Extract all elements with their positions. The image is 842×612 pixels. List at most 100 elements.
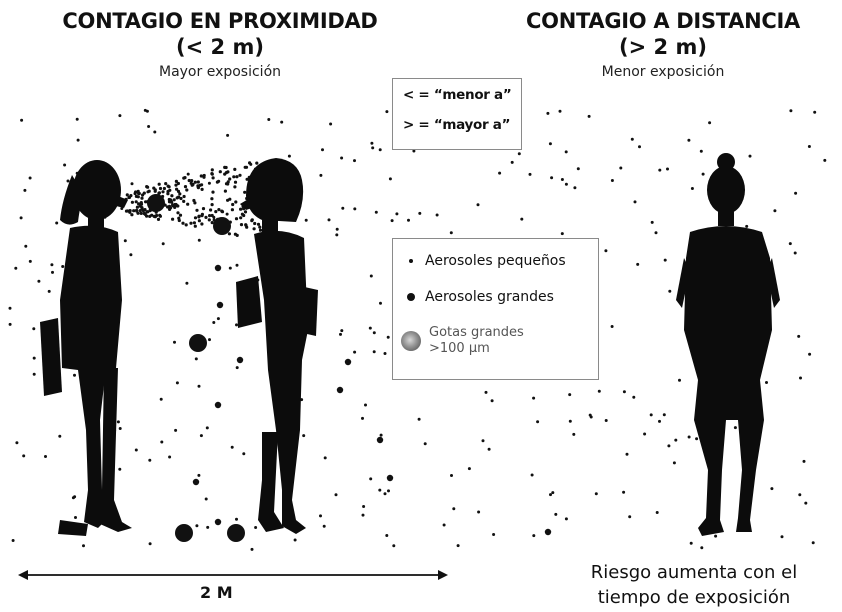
aerosol-dot [120, 207, 124, 210]
aerosol-dot [550, 176, 554, 180]
header-distance-distance: (> 2 m) [619, 35, 707, 59]
aerosol-dot [636, 262, 640, 266]
aerosol-dot [322, 524, 326, 528]
aerosol-dot [130, 200, 134, 204]
aerosol-dot [558, 109, 562, 113]
aerosol-dot [204, 497, 208, 501]
aerosol-dot [610, 179, 614, 182]
aerosol-dot [395, 212, 399, 216]
aerosol-dot [386, 335, 390, 339]
aerosol-dot [628, 515, 632, 519]
aerosol-dot [319, 173, 323, 177]
aerosol-dot [207, 181, 211, 185]
aerosol-dot [130, 213, 134, 217]
aerosol-dot [655, 511, 659, 514]
aerosol-dot [568, 393, 572, 397]
aerosol-dot [192, 198, 196, 203]
large-drop [213, 217, 231, 235]
aerosol-dot [235, 323, 238, 327]
aerosol-dot [205, 426, 209, 430]
aerosol-dot [374, 210, 378, 214]
aerosol-dot [335, 233, 339, 237]
aerosol-dot [168, 188, 172, 192]
aerosol-dot [770, 487, 774, 491]
aerosol-dot [252, 227, 256, 231]
aerosol-dot [32, 327, 36, 331]
aerosol-dot [15, 441, 19, 445]
aerosol-dot [166, 184, 170, 188]
aerosol-dot [187, 178, 191, 183]
aerosol-dot [258, 228, 263, 232]
aerosol-dot [536, 420, 540, 424]
aerosol-dot [804, 501, 808, 505]
aerosol-dot [28, 259, 32, 263]
aerosol-dot [554, 512, 558, 516]
aerosol-dot [388, 177, 392, 181]
aerosol-dot [794, 191, 798, 195]
aerosol-dot [238, 173, 242, 177]
aerosol-dot [622, 390, 626, 394]
aerosol-dot [210, 221, 214, 225]
aerosol-dot [227, 232, 231, 236]
aerosol-dot [597, 389, 601, 393]
aerosol-dot [136, 211, 140, 215]
aerosol-dot [340, 156, 344, 160]
aerosol-dot [690, 187, 694, 190]
aerosol-dot [157, 182, 161, 186]
aerosol-dot [256, 222, 261, 226]
aerosol-dot [196, 180, 200, 184]
aerosol-dot [183, 185, 188, 189]
aerosol-dot [793, 251, 797, 255]
aerosol-dot [587, 114, 591, 118]
aerosol-dot [798, 493, 802, 497]
aerosol-dot [231, 202, 235, 207]
aerosol-dot [678, 378, 681, 382]
aerosol-dot [658, 419, 661, 423]
aerosol-dot [74, 516, 77, 519]
symbol-less-than: < = “menor a” [403, 87, 512, 103]
aerosol-dot [176, 211, 180, 215]
aerosol-dot [528, 172, 532, 176]
aerosol-dot [240, 212, 244, 216]
aerosol-dot [135, 205, 139, 209]
aerosol-dot [407, 218, 410, 222]
aerosol-dot [138, 209, 142, 213]
large-drop [147, 194, 165, 212]
aerosol-dot [235, 517, 238, 521]
aerosol-dot [186, 202, 190, 206]
aerosol-dot [649, 413, 653, 417]
large-drop-icon [401, 331, 421, 351]
aerosol-dot [254, 526, 258, 529]
aerosol-dot [196, 184, 200, 188]
aerosol-dot [390, 219, 394, 223]
aerosol-dot [242, 452, 246, 456]
aerosol-dot [329, 122, 333, 126]
aerosol-dot [234, 200, 238, 204]
aerosol-dot [549, 493, 552, 497]
aerosol-dot [223, 189, 227, 193]
aerosol-dot [643, 432, 647, 436]
legend-label-drops: Gotas grandes >100 μm [429, 325, 524, 357]
legend-label-drops-line1: Gotas grandes [429, 325, 524, 340]
aerosol-dot [323, 456, 327, 460]
aerosol-dot [161, 190, 165, 194]
aerosol-dot [216, 301, 224, 309]
aerosol-dot [193, 180, 197, 184]
aerosol-dot [134, 448, 138, 452]
aerosol-dot [321, 148, 324, 152]
aerosol-dot [362, 505, 366, 508]
aerosol-dot [372, 350, 376, 354]
double-arrow-icon [18, 570, 448, 580]
aerosol-dot [335, 227, 339, 231]
aerosol-dot [178, 192, 182, 196]
aerosol-dot [156, 217, 161, 221]
aerosol-dot [672, 461, 676, 465]
aerosol-dot [654, 231, 658, 235]
aerosol-dot [576, 167, 580, 171]
aerosol-dot [148, 214, 152, 218]
aerosol-dot [208, 214, 212, 218]
aerosol-dot [32, 372, 36, 376]
aerosol-dot [588, 413, 592, 417]
header-proximity: CONTAGIO EN PROXIMIDAD (< 2 m) Mayor exp… [30, 8, 410, 82]
